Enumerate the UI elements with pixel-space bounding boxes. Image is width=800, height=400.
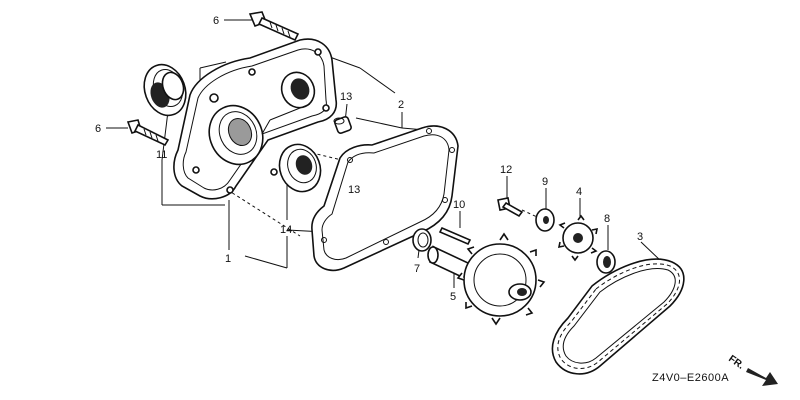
- oil-seal-11: [143, 63, 187, 117]
- callout-10: 10: [453, 199, 465, 211]
- dowel-pin-13-top: [333, 116, 352, 134]
- callout-12: 12: [500, 164, 512, 176]
- bolt-12: [497, 197, 524, 218]
- callout-13-top: 13: [340, 91, 352, 103]
- callout-6-top: 6: [213, 15, 219, 27]
- callout-14: 14: [280, 224, 292, 236]
- front-direction-label: FR.: [726, 353, 746, 371]
- callout-8: 8: [604, 213, 610, 225]
- callout-9: 9: [542, 176, 548, 188]
- callout-5: 5: [450, 291, 456, 303]
- callout-4: 4: [576, 186, 582, 198]
- sprocket-shaft-5: [427, 232, 546, 326]
- circlip-7: [412, 228, 432, 252]
- bolt-6-left: [126, 119, 170, 147]
- front-direction-indicator: FR.: [726, 353, 778, 386]
- gasket-2: [311, 125, 459, 272]
- washer-9: [535, 208, 555, 232]
- front-direction-arrow-icon: [746, 368, 778, 386]
- transmission-case-1: [173, 38, 338, 200]
- bearing-14: [278, 143, 322, 193]
- diagram-code: Z4V0–E2600A: [652, 372, 729, 384]
- callout-1: 1: [225, 253, 231, 265]
- chain-3: [551, 258, 685, 375]
- driven-sprocket-teeth: [456, 232, 546, 326]
- callout-2: 2: [398, 99, 404, 111]
- bolt-6-top: [248, 11, 300, 42]
- callout-6-left: 6: [95, 123, 101, 135]
- callout-13-mid: 13: [348, 184, 360, 196]
- callout-labels: 6 6 13 2 11 13 14 1 12 9 4 10 8 3 7 5: [95, 15, 643, 303]
- callout-7: 7: [414, 263, 420, 275]
- callout-3: 3: [637, 231, 643, 243]
- callout-11: 11: [156, 149, 167, 161]
- spacer-8: [596, 250, 616, 274]
- pin-10: [438, 226, 472, 246]
- drive-sprocket-4: [557, 214, 599, 262]
